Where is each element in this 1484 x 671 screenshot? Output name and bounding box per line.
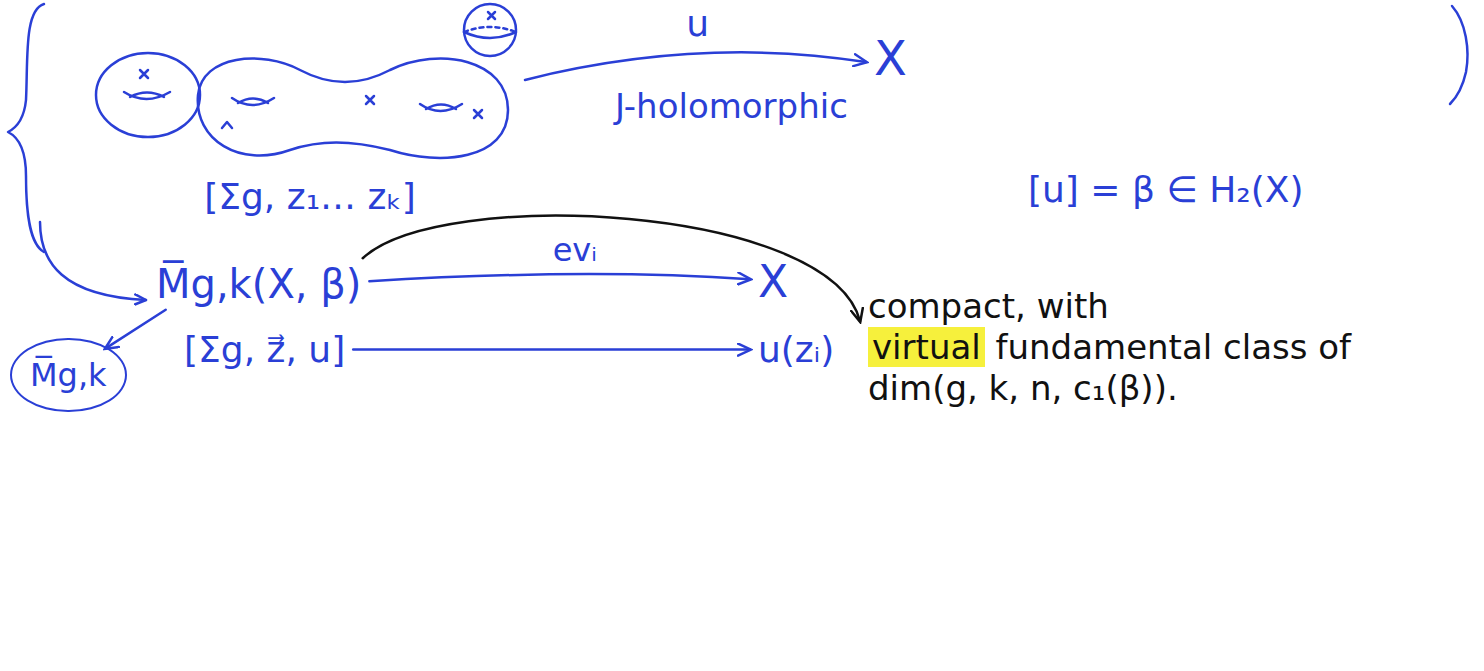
map-label: u xyxy=(683,2,712,45)
sphere-component xyxy=(464,4,516,56)
genus-hole xyxy=(232,98,274,105)
math-text: M̅g,k(X, β) xyxy=(156,260,361,308)
sphere-equator xyxy=(464,32,516,38)
marked-point xyxy=(140,70,148,78)
homology-class: [u] = β ∈ H₂(X) xyxy=(1025,168,1306,211)
map-arrow xyxy=(106,310,166,349)
moduli-space: M̅g,k(X, β) xyxy=(148,256,369,312)
math-text: M̅g,k xyxy=(30,356,107,394)
target-space: X xyxy=(866,26,915,92)
set-brace xyxy=(8,4,44,252)
curve-node: [Σg, z₁… zₖ] xyxy=(95,0,525,222)
math-text: compact, with xyxy=(868,286,1452,327)
marked-point xyxy=(222,122,232,128)
genus-hole xyxy=(420,104,462,111)
math-text: u(zᵢ) xyxy=(758,328,834,371)
point-map: [Σg, z⃗, u] xyxy=(176,324,353,375)
genus-hole xyxy=(124,92,170,99)
math-text: virtual xyxy=(868,327,985,367)
set-brace xyxy=(1450,6,1467,104)
marked-point xyxy=(474,110,482,118)
math-text: X xyxy=(758,256,788,309)
map-arrow xyxy=(525,52,866,80)
map-label: evᵢ xyxy=(550,231,600,269)
target-space: X xyxy=(750,252,796,313)
map-arrow xyxy=(353,348,750,351)
genus-hole xyxy=(130,93,164,98)
point-map: u(zᵢ) xyxy=(750,324,842,375)
note-text: compact, withvirtual fundamental class o… xyxy=(860,282,1460,412)
marked-point xyxy=(366,96,374,104)
text-line: virtual fundamental class of dim(g, k, n… xyxy=(868,327,1452,409)
surface-component xyxy=(198,59,508,158)
math-text: X xyxy=(874,30,907,88)
map-arrow xyxy=(363,216,860,321)
sphere-equator xyxy=(464,27,516,32)
genus-hole xyxy=(238,99,268,104)
math-text: [Σg, z⃗, u] xyxy=(184,328,345,371)
genus-hole xyxy=(426,105,456,110)
math-text: [Σg, z₁… zₖ] xyxy=(204,175,416,218)
marked-point xyxy=(488,12,495,19)
map-arrow xyxy=(369,274,750,281)
torus-component xyxy=(96,53,200,137)
inclusion-arrow xyxy=(40,222,146,300)
circled-moduli: M̅g,k xyxy=(10,338,127,412)
map-annotation: J-holomorphic xyxy=(612,86,851,127)
